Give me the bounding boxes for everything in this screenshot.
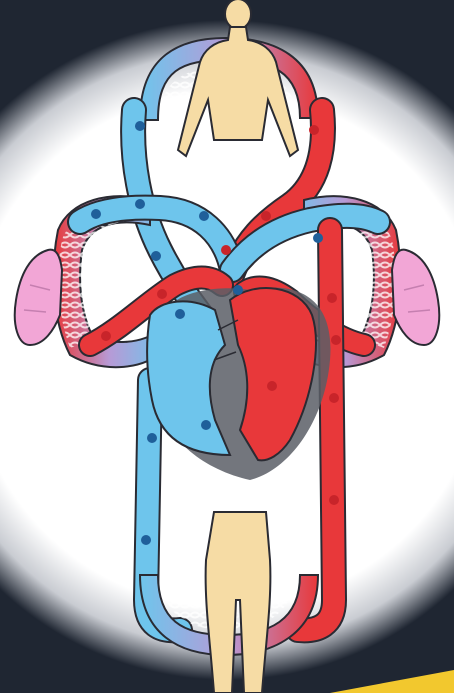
blood-cell (309, 125, 319, 135)
blood-cell (151, 251, 161, 261)
blood-cell (135, 121, 145, 131)
blood-cell (201, 420, 211, 430)
blood-cell (175, 309, 185, 319)
blood-cell (233, 285, 243, 295)
blood-cell (199, 211, 209, 221)
blood-cell (135, 199, 145, 209)
blood-cell (91, 209, 101, 219)
blood-cell (267, 381, 277, 391)
blood-cell (221, 245, 231, 255)
blood-cell (141, 535, 151, 545)
blood-cell (101, 331, 111, 341)
blood-cell (327, 293, 337, 303)
blood-cell (313, 233, 323, 243)
blood-cell (329, 495, 339, 505)
blood-cell (157, 289, 167, 299)
blood-cell (329, 393, 339, 403)
blood-cell (147, 433, 157, 443)
blood-cell (331, 335, 341, 345)
blood-cell (261, 211, 271, 221)
